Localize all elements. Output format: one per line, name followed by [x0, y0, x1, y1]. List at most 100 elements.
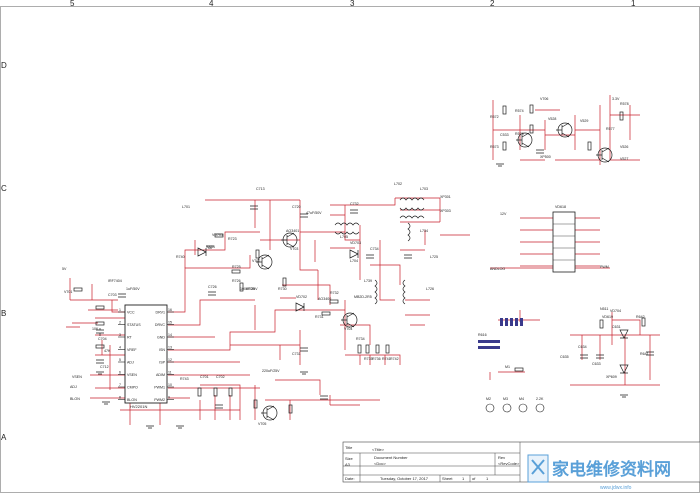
ic-pin-number: 4 [119, 346, 121, 350]
component-label: C734 [370, 247, 379, 251]
component-label: L704 [350, 259, 358, 263]
component-label: IRF7404 [108, 279, 122, 283]
ic-pin-label: ISP [159, 361, 165, 365]
component-label: VD618 [555, 205, 566, 209]
row-label-a: A [1, 433, 7, 442]
component-label: VD701 [212, 233, 223, 237]
component-label: R741 [382, 357, 391, 361]
component-label: VSEN [72, 375, 82, 379]
ic-pin-label: DRVC [155, 323, 166, 327]
component-label: R726 [232, 279, 241, 283]
connector-xp500 [552, 211, 576, 273]
date-label: Date: [345, 476, 355, 481]
ic-pin-number: 5 [119, 358, 121, 362]
component-label: C713 [256, 187, 265, 191]
ic-pin-number: 8 [119, 396, 121, 400]
component-label: R576 [515, 132, 524, 136]
component-label: C701 [200, 375, 209, 379]
component-label: C633 [592, 362, 601, 366]
component-label: R574 [515, 109, 524, 113]
component-label: L725 [430, 255, 438, 259]
component-label: BLON [70, 397, 80, 401]
component-label: SS34 [206, 245, 215, 249]
ic-ref: HV2201N [130, 404, 147, 409]
component-label: L726 [426, 287, 434, 291]
component-label: VD703 [350, 241, 361, 245]
ic-pin-label: CMPO [127, 386, 138, 390]
title-block: Title <Title> Size A3 Document Number <D… [342, 441, 700, 483]
component-label: AO3401 [286, 229, 299, 233]
ic-pin-label: BLON [127, 398, 137, 402]
component-label: V526 [620, 145, 628, 149]
component-label: M4 [519, 397, 524, 401]
component-label: M1 [505, 365, 510, 369]
component-label: ANDLOG [490, 267, 505, 271]
ic-pin-number: 11 [168, 371, 172, 375]
component-label: R732 [330, 291, 339, 295]
component-label: L702 [394, 182, 402, 186]
col-label-2: 2 [490, 0, 495, 8]
component-label: L701 [182, 205, 190, 209]
component-label: M2 [486, 397, 491, 401]
doc-value: <Doc> [374, 461, 386, 466]
mounting-holes [485, 403, 545, 413]
component-label: R736 [372, 357, 381, 361]
component-label: C712 [100, 365, 109, 369]
ic-pin-label: ISN [159, 348, 165, 352]
ic-pin-number: 1 [119, 308, 121, 312]
watermark-logo-icon [527, 454, 549, 483]
component-label: 2.2K [536, 397, 544, 401]
component-label: V704 [344, 327, 352, 331]
component-label: R742 [390, 357, 399, 361]
component-label: C634 [578, 345, 587, 349]
ic-pin-label: RT [127, 336, 133, 340]
component-label: R731 [315, 315, 324, 319]
sheet-label: Sheet [442, 476, 453, 481]
component-label: XP500 [540, 155, 551, 159]
date-value: Tuesday, October 17, 2017 [380, 476, 429, 481]
component-label: XP301 [440, 195, 451, 199]
component-label: V706 [540, 97, 548, 101]
component-label: R734 [356, 337, 365, 341]
component-label: 12V [500, 212, 507, 216]
ic-pin-label: ADJ [127, 361, 134, 365]
component-label: VD619 [602, 315, 613, 319]
component-label: 220uF/25V [262, 369, 280, 373]
ic-pin-label: VREF [127, 348, 137, 352]
col-label-4: 4 [209, 0, 214, 8]
component-label: VD704 [610, 309, 621, 313]
component-label: R642 [636, 315, 645, 319]
ic-pin-label: VCC [127, 311, 135, 315]
component-label: 100uF/35V [240, 287, 258, 291]
component-label: 47uF/50V [306, 211, 322, 215]
component-label: M3 [503, 397, 508, 401]
watermark-url: www.jdwx.info [600, 485, 632, 491]
title-value: <Title> [372, 447, 385, 452]
component-label: ADJ [70, 385, 77, 389]
of-value: 1 [486, 476, 489, 481]
component-label: N511 [600, 307, 608, 311]
component-label: R573 [490, 145, 499, 149]
row-label-b: B [1, 309, 6, 318]
component-label: R577 [606, 127, 615, 131]
ic-pin-number: 10 [168, 383, 172, 387]
row-label-d: D [1, 61, 7, 70]
component-label: 5V [62, 267, 67, 271]
ic-pin-label: DRV1 [155, 311, 165, 315]
watermark: 家电维修资料网 www.jdwx.info [527, 454, 671, 491]
component-label: R723 [228, 237, 237, 241]
ic-pin-number: 12 [168, 358, 172, 362]
component-label: L703 [420, 187, 428, 191]
component-label: C720 [292, 205, 301, 209]
